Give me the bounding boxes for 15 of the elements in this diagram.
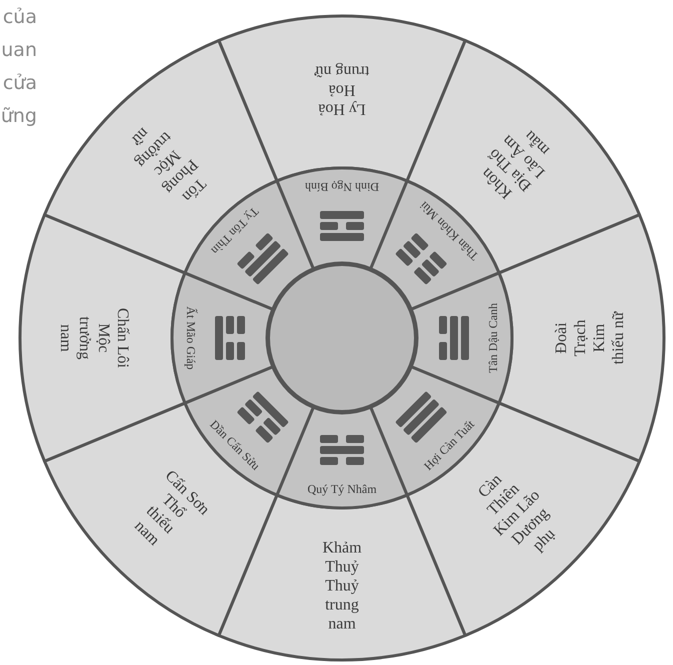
trigram-attributes-text: Chấn Lôi Mộc trưởng nam xyxy=(56,308,132,368)
cropped-text: của xyxy=(2,6,37,28)
stem-branch-text: Hợi Càn Tuất xyxy=(420,416,477,473)
trigram-attributes-text: Ly Hoả Hoả trung nữ xyxy=(314,62,370,118)
stem-branch-text: Quý Tý Nhâm xyxy=(307,482,377,496)
stem-branch-text: Tỵ Tốn Thìn xyxy=(208,204,262,258)
trigram-attributes-text: Đoài Trạch Kim thiếu nữ xyxy=(552,310,628,366)
stem-branch-text: Tân Dậu Canh xyxy=(486,303,500,373)
stem-branch-text: Đinh Ngọ Bính xyxy=(305,180,379,194)
cropped-text: uan xyxy=(1,39,37,61)
stem-branch-text: Ất Mão Giáp xyxy=(184,306,198,370)
stem-branch-text: Dần Cấn Sửu xyxy=(207,417,263,473)
cropped-text: ững xyxy=(0,105,37,127)
trigram-attributes-text: Khảm Thuỷ Thuỷ trung nam xyxy=(321,538,363,634)
cropped-text: cửa xyxy=(2,72,37,94)
